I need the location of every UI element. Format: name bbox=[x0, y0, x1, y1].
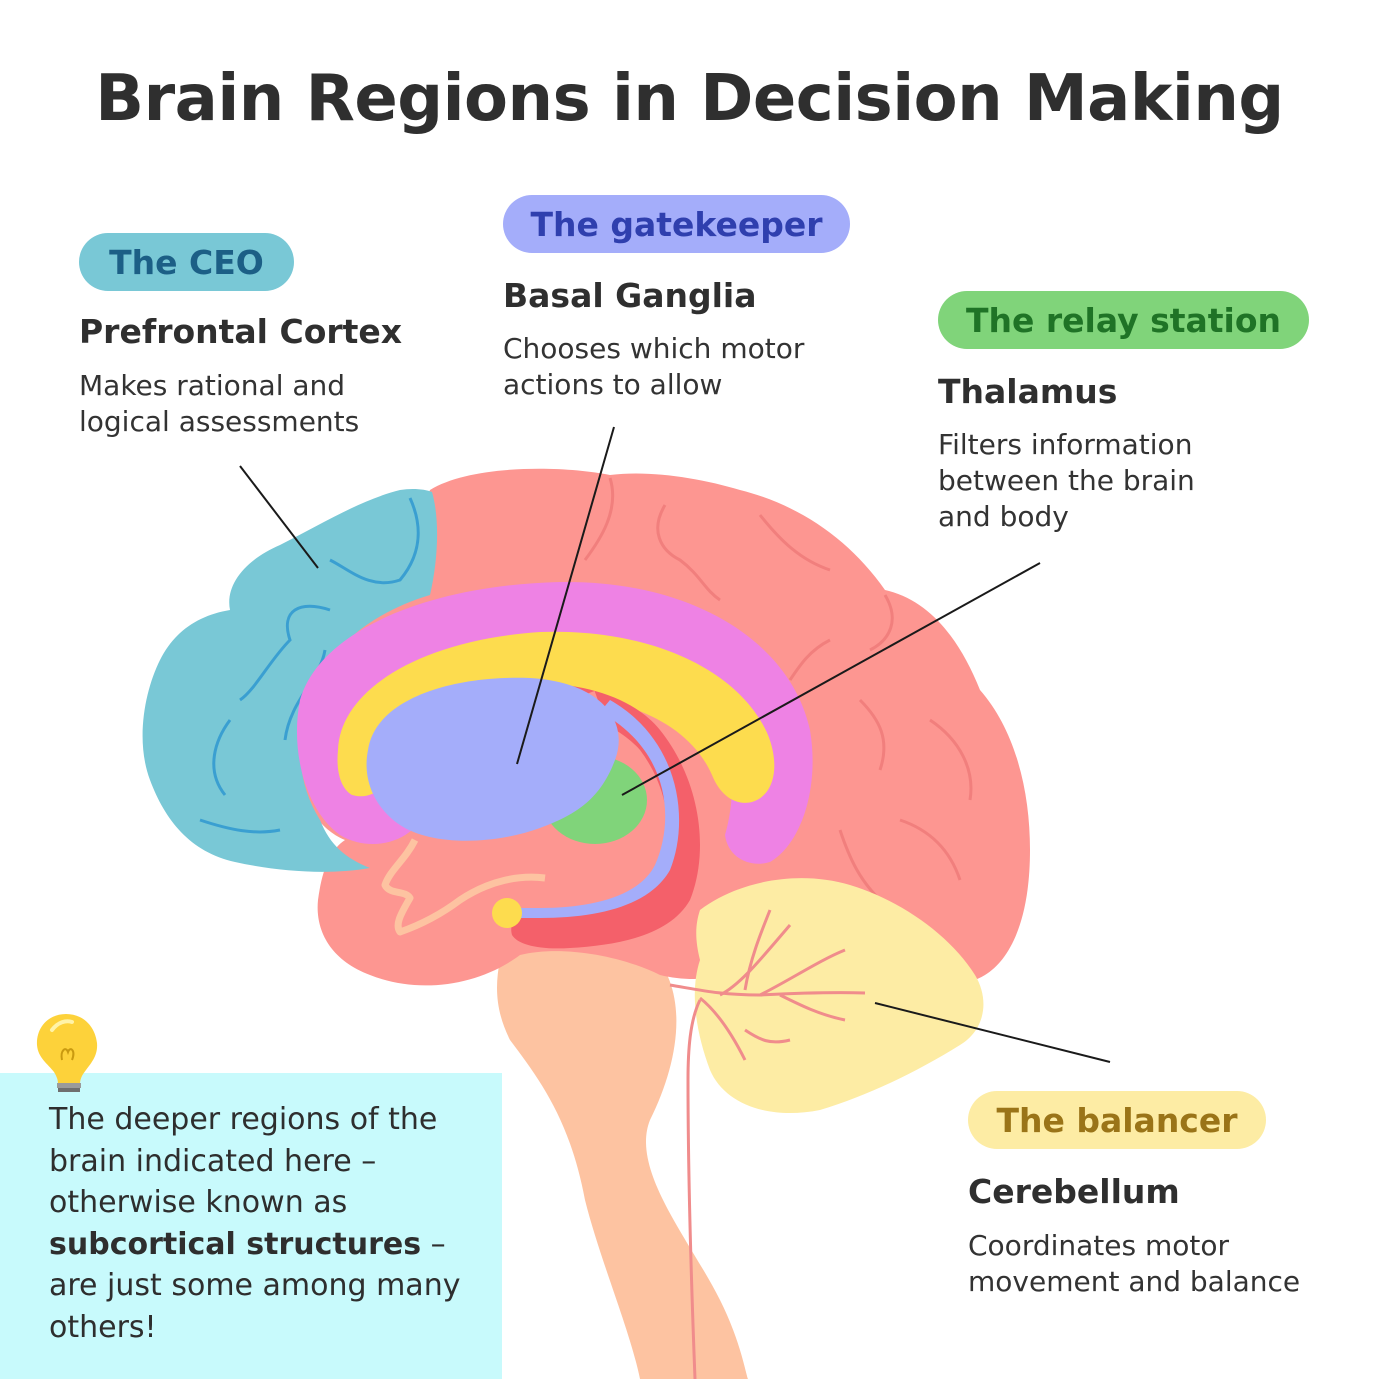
cerebellum-description: Coordinates motor movement and balance bbox=[968, 1229, 1301, 1298]
cerebellum bbox=[694, 878, 984, 1114]
basal-ganglia-description: Chooses which motor actions to allow bbox=[503, 332, 805, 401]
cerebellum-name: Cerebellum bbox=[968, 1172, 1180, 1211]
basal-ganglia-name: Basal Ganglia bbox=[503, 276, 757, 315]
cingulate-gyrus bbox=[296, 581, 813, 864]
pointer-basal-ganglia bbox=[516, 426, 615, 765]
tip-text-start: The deeper regions of the brain indicate… bbox=[49, 1102, 438, 1220]
tip-box bbox=[0, 1073, 502, 1379]
pill-prefrontal-role: The CEO bbox=[79, 233, 294, 291]
corpus-callosum bbox=[337, 631, 775, 803]
tip-text-bold: subcortical structures bbox=[49, 1226, 422, 1262]
basal-ganglia bbox=[366, 677, 619, 841]
pointer-cerebellum bbox=[874, 1002, 1111, 1063]
pill-thalamus-role: The relay station bbox=[938, 291, 1309, 349]
thalamus-name: Thalamus bbox=[938, 372, 1118, 411]
prefrontal-cortex-name: Prefrontal Cortex bbox=[79, 312, 403, 351]
tip-text: The deeper regions of the brain indicate… bbox=[49, 1099, 479, 1348]
pituitary-gland bbox=[492, 898, 522, 928]
page-title: Brain Regions in Decision Making bbox=[95, 62, 1284, 136]
tip-text-end: – are just some among many others! bbox=[49, 1226, 461, 1345]
brainstem bbox=[497, 931, 748, 1379]
pointer-prefrontal bbox=[239, 465, 319, 569]
pointer-thalamus bbox=[621, 562, 1041, 796]
thalamus-description: Filters information between the brain an… bbox=[938, 428, 1195, 533]
prefrontal-cortex-description: Makes rational and logical assessments bbox=[79, 369, 360, 438]
pill-basal-ganglia-role: The gatekeeper bbox=[503, 195, 850, 253]
pill-cerebellum-role: The balancer bbox=[968, 1091, 1266, 1149]
